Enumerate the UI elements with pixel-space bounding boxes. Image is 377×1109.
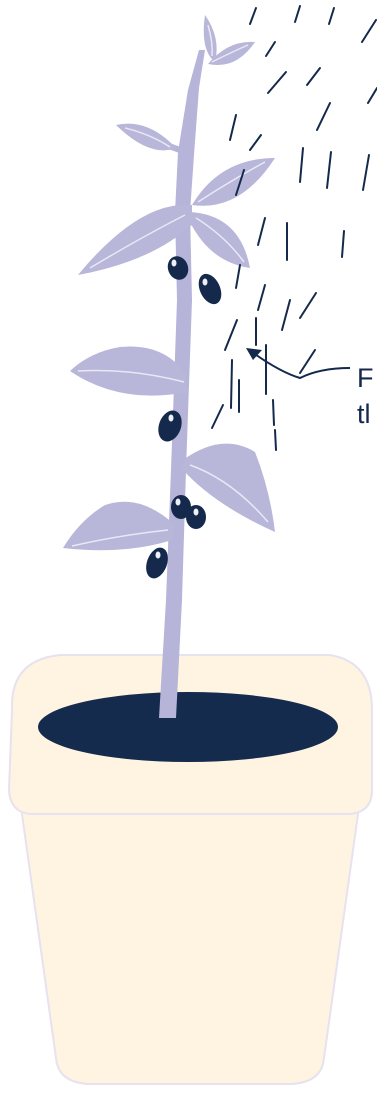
callout-line-1: F [357, 360, 377, 396]
leaf [116, 124, 176, 151]
rain-icon [212, 6, 377, 450]
pot-body [20, 800, 360, 1084]
curved-arrow-icon [246, 348, 350, 378]
berry [186, 505, 206, 529]
leaf [190, 212, 250, 268]
leaf [204, 15, 217, 62]
flower-pot-icon [9, 655, 372, 1084]
leaf [70, 347, 188, 396]
leaf [63, 502, 175, 551]
callout-line-2: tl [357, 396, 377, 432]
plant-icon [63, 15, 275, 718]
berry [194, 270, 226, 307]
leaf [192, 158, 275, 206]
callout-label: F tl [357, 360, 377, 432]
soil [38, 692, 338, 762]
